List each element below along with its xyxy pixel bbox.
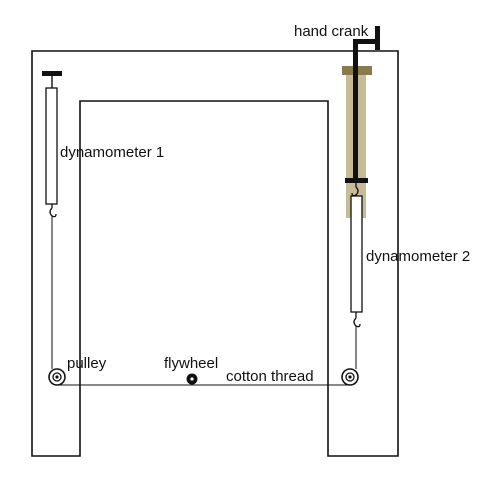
cotton-thread-label: cotton thread <box>226 368 314 385</box>
right-pulley <box>341 368 359 386</box>
hand-crank <box>345 26 380 183</box>
pulley-label: pulley <box>67 355 107 372</box>
frame <box>31 50 399 457</box>
flywheel <box>186 373 198 385</box>
dynamometer-1 <box>42 71 62 218</box>
dynamometer-2 <box>350 183 363 328</box>
dynamometer-2-label: dynamometer 2 <box>366 248 470 265</box>
left-pulley <box>48 368 66 386</box>
flywheel-label: flywheel <box>164 355 218 372</box>
hand-crank-label: hand crank <box>294 23 369 40</box>
dynamometer-1-label: dynamometer 1 <box>60 144 164 161</box>
